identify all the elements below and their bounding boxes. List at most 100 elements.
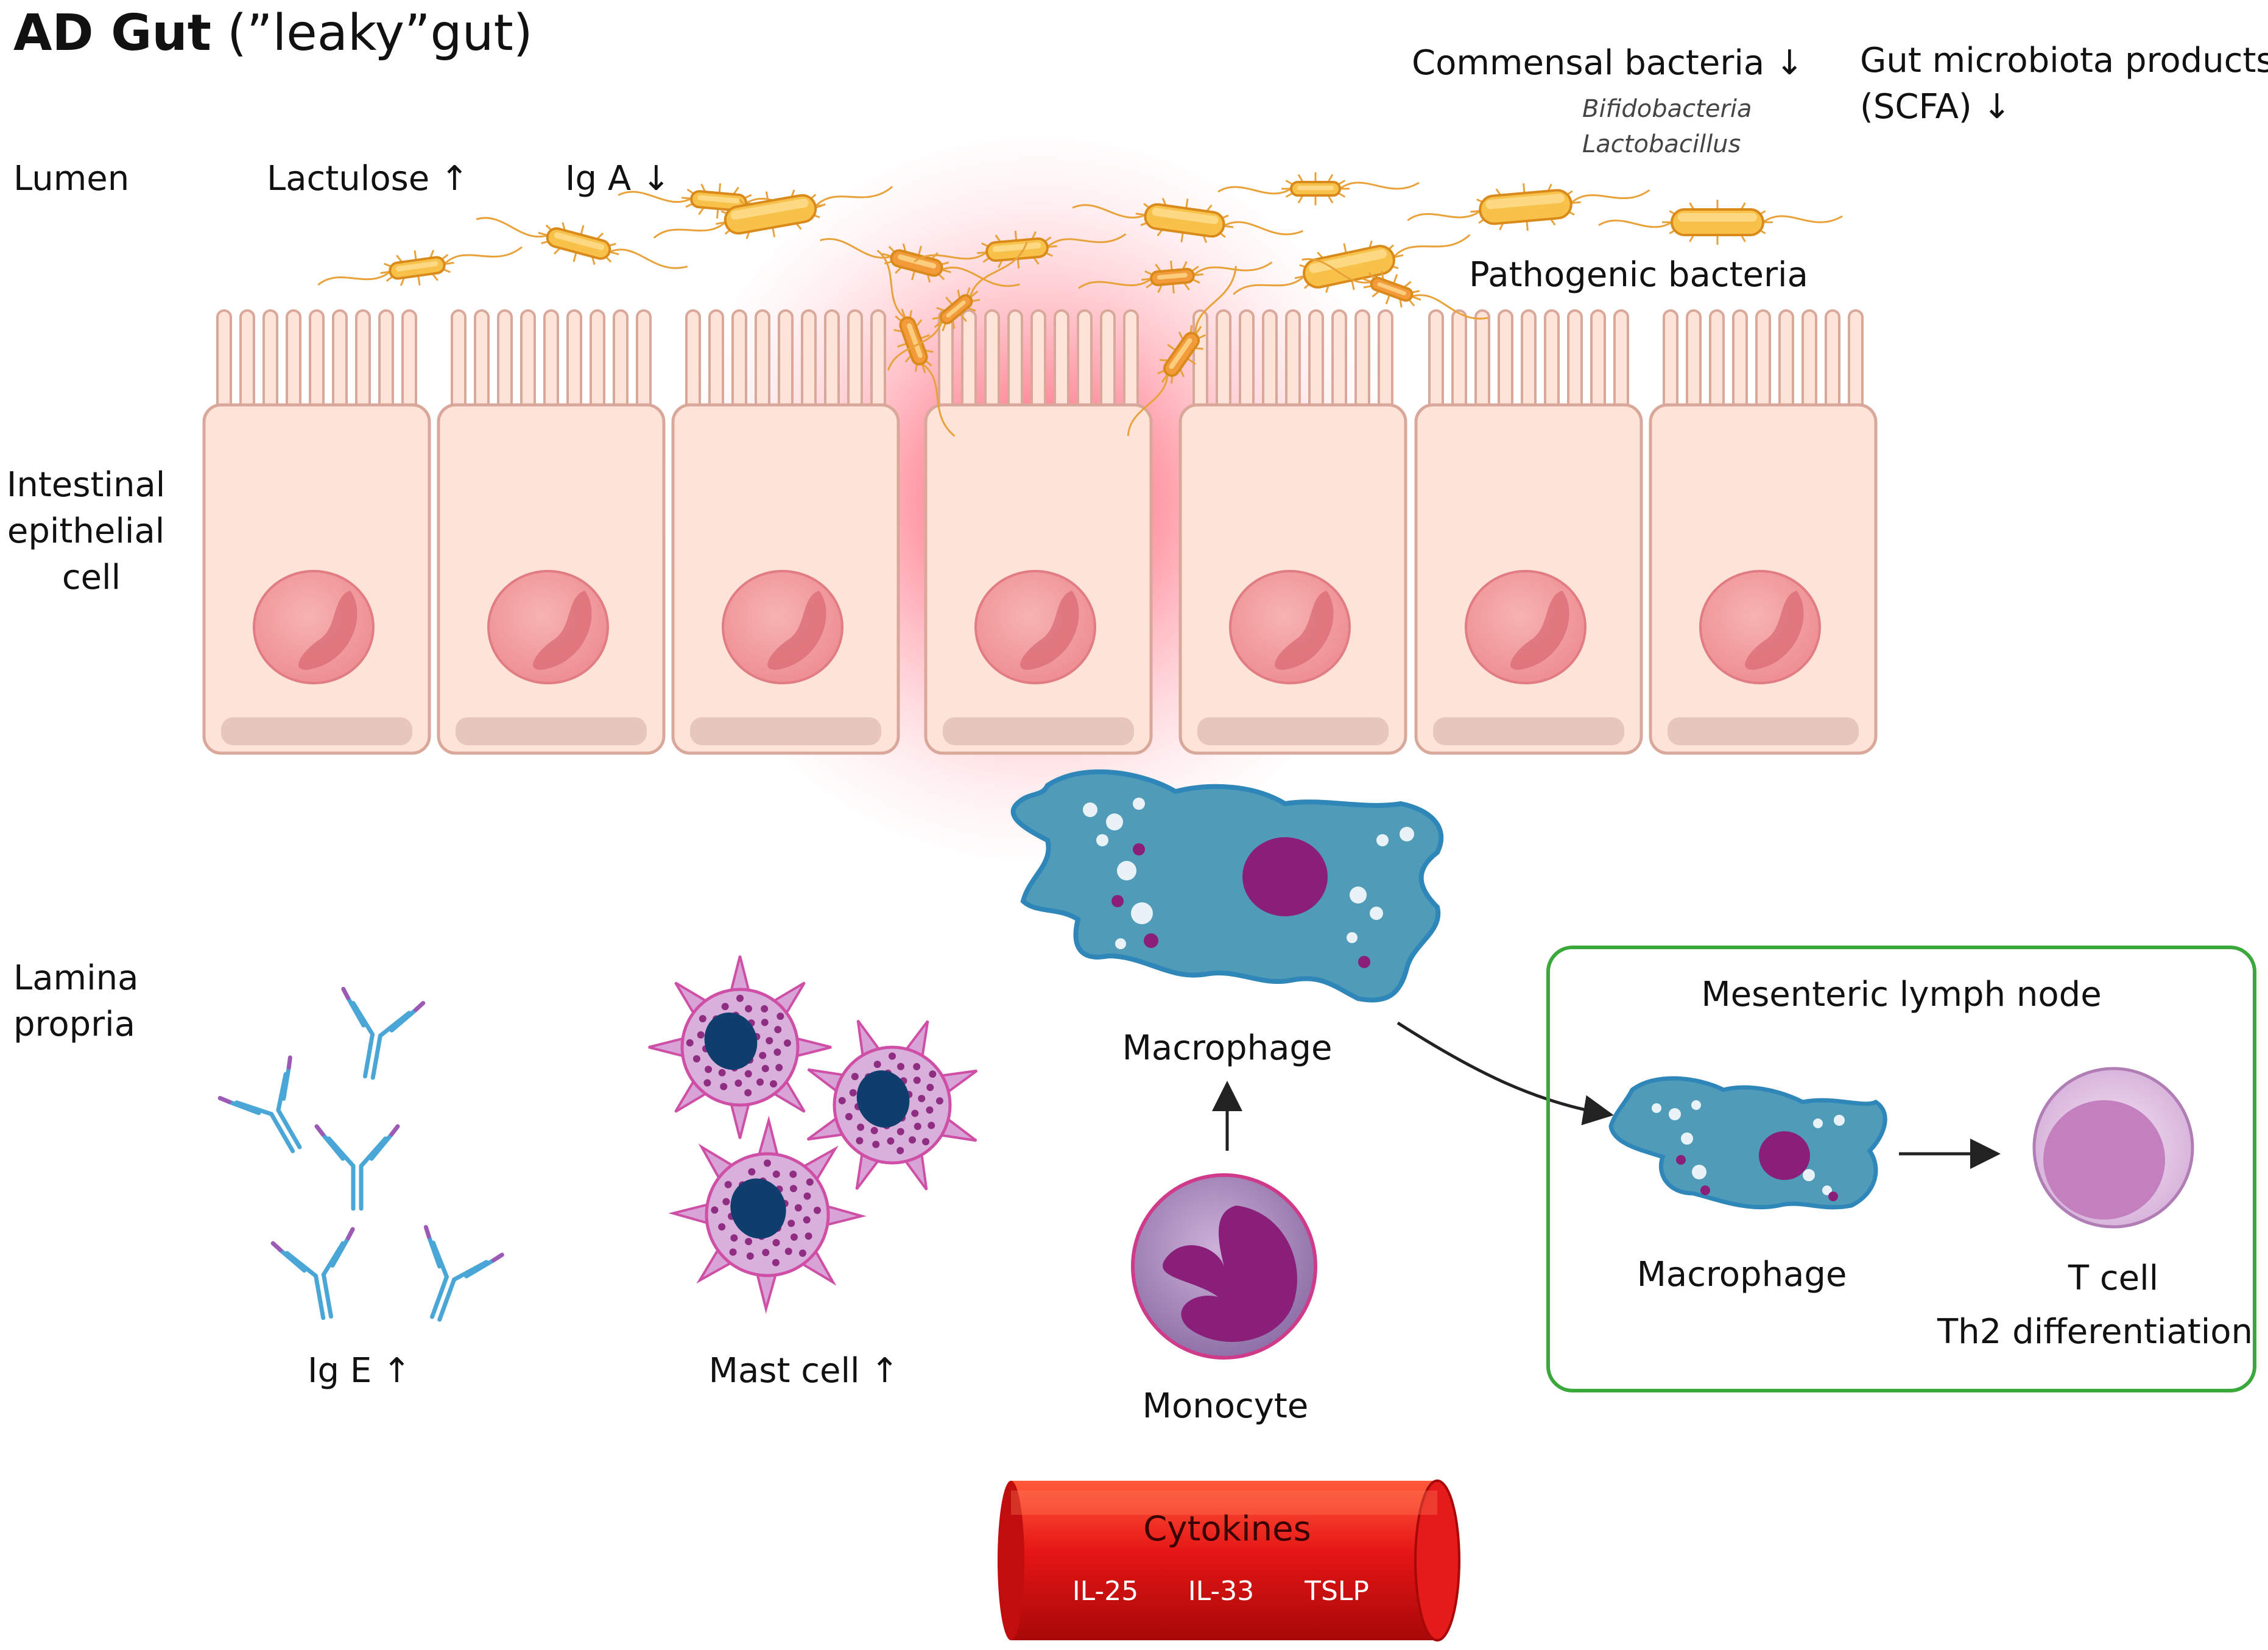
- region-lamina-label: Lamina propria: [13, 958, 149, 1044]
- lymph-macrophage-nucleus: [1759, 1131, 1810, 1180]
- region-lamina-line2: propria: [13, 1005, 135, 1044]
- pathogenic-bacterium: [1301, 258, 1488, 320]
- t-cell-label: T cell: [2068, 1259, 2158, 1298]
- microvilli: [685, 309, 886, 415]
- nucleolus: [1510, 591, 1569, 670]
- title-rest: (”leaky”gut): [211, 4, 533, 62]
- macrophage-cell: [1010, 769, 1444, 1003]
- pathogenic-bacterium: [876, 250, 956, 437]
- epithelial-cell: [1414, 309, 1643, 755]
- lymph-node-macrophage-label: Macrophage: [1637, 1255, 1847, 1294]
- nucleolus: [1020, 591, 1079, 670]
- epithelial-cell-row: [202, 309, 1878, 755]
- macrophage-nucleus: [1242, 837, 1328, 916]
- epithelial-cell: [924, 309, 1153, 755]
- region-lamina-line1: Lamina: [13, 958, 138, 998]
- nucleolus: [767, 591, 826, 670]
- region-epithelial-label: Intestinal epithelial cell: [7, 465, 176, 597]
- lactulose-label: Lactulose ↑: [267, 159, 469, 198]
- nucleolus: [1745, 591, 1804, 670]
- pathogenic-bacterium: [887, 242, 1028, 371]
- monocyte-cell: [1131, 1173, 1317, 1360]
- bacterium: [1598, 200, 1843, 245]
- mast-cell-label: Mast cell ↑: [709, 1351, 900, 1391]
- mast-cell: [668, 1115, 867, 1314]
- t-cell-nucleus: [2043, 1100, 2165, 1220]
- region-lumen-label: Lumen: [13, 159, 129, 198]
- basement-band: [1433, 717, 1624, 745]
- mast-cell-nucleus: [856, 1070, 910, 1128]
- monocyte-nucleus: [1163, 1206, 1297, 1342]
- microbiota-label-line2: (SCFA) ↓: [1860, 87, 2011, 127]
- microvilli: [938, 309, 1139, 415]
- basement-band: [221, 717, 412, 745]
- commensal-bacteria-label: Commensal bacteria ↓: [1412, 43, 1804, 83]
- pathogenic-bacteria-label: Pathogenic bacteria: [1469, 255, 1808, 295]
- bacterium: [653, 186, 893, 239]
- ige-antibody-group: [217, 986, 504, 1322]
- iga-label: Ig A ↓: [565, 159, 671, 198]
- ige-antibody: [314, 1124, 400, 1211]
- lymph-node-box: [1546, 946, 2256, 1392]
- mast-cell-nucleus: [730, 1178, 786, 1239]
- microvilli: [1663, 309, 1864, 415]
- mast-cell-group: [648, 955, 978, 1314]
- mast-cell-nucleus: [704, 1013, 758, 1070]
- macrophage-migration-arrow: [1396, 1021, 1614, 1126]
- commensal-species-1: Bifidobacteria: [1582, 95, 1752, 123]
- cytokine-tslp: TSLP: [1304, 1576, 1369, 1607]
- mast-cell: [648, 955, 832, 1139]
- microvilli: [1428, 309, 1629, 415]
- monocyte-label: Monocyte: [1143, 1386, 1309, 1426]
- bacterium: [1407, 183, 1650, 231]
- pathogenic-bacterium: [1078, 260, 1273, 294]
- basement-band: [1668, 717, 1859, 745]
- ige-label: Ig E ↑: [308, 1351, 411, 1391]
- region-epithelial-line2: epithelial: [7, 511, 164, 551]
- microvilli: [451, 309, 652, 415]
- nucleolus: [533, 591, 592, 670]
- bacterium: [1072, 197, 1304, 244]
- page-title: AD Gut (”leaky”gut): [13, 4, 533, 62]
- epithelial-cell: [1649, 309, 1878, 755]
- bacterium: [1233, 234, 1471, 295]
- region-epithelial-line3: cell: [62, 558, 121, 597]
- th2-label: Th2 differentiation: [1937, 1312, 2253, 1352]
- pathogenic-bacterium: [820, 238, 1020, 287]
- nucleolus: [1275, 591, 1334, 670]
- blood-vessel: [998, 1480, 1460, 1641]
- bacterium: [317, 246, 523, 286]
- title-bold: AD Gut: [13, 4, 211, 62]
- bacterium: [476, 217, 688, 269]
- microbiota-label-line1: Gut microbiota products: [1860, 41, 2268, 80]
- region-epithelial-line1: Intestinal: [7, 465, 165, 505]
- cytokines-title: Cytokines: [1143, 1509, 1311, 1549]
- mast-cell: [806, 1019, 978, 1191]
- bacteria-group: [317, 172, 1843, 437]
- lymph-node-macrophage: [1608, 1076, 1887, 1210]
- ige-antibody: [341, 986, 426, 1080]
- microvilli: [216, 309, 417, 415]
- microvilli: [1192, 309, 1393, 415]
- basement-band: [1197, 717, 1389, 745]
- pathogenic-bacterium: [1127, 265, 1237, 437]
- basement-band: [456, 717, 647, 745]
- t-cell: [2032, 1067, 2194, 1229]
- epithelial-cell: [437, 309, 666, 755]
- epithelial-cell: [671, 309, 900, 755]
- basement-band: [690, 717, 881, 745]
- ige-antibody: [217, 1055, 302, 1153]
- epithelial-cell: [202, 309, 431, 755]
- cytokine-il25: IL-25: [1072, 1576, 1139, 1607]
- commensal-species-2: Lactobacillus: [1582, 130, 1741, 158]
- epithelial-cell: [1178, 309, 1407, 755]
- nucleolus: [298, 591, 357, 670]
- bacterium: [914, 230, 1127, 269]
- bacterium: [1217, 172, 1420, 205]
- macrophage-label: Macrophage: [1122, 1028, 1333, 1068]
- lymph-node-title: Mesenteric lymph node: [1701, 975, 2101, 1014]
- basement-band: [943, 717, 1134, 745]
- bacterium: [618, 183, 826, 219]
- ige-antibody: [423, 1224, 504, 1322]
